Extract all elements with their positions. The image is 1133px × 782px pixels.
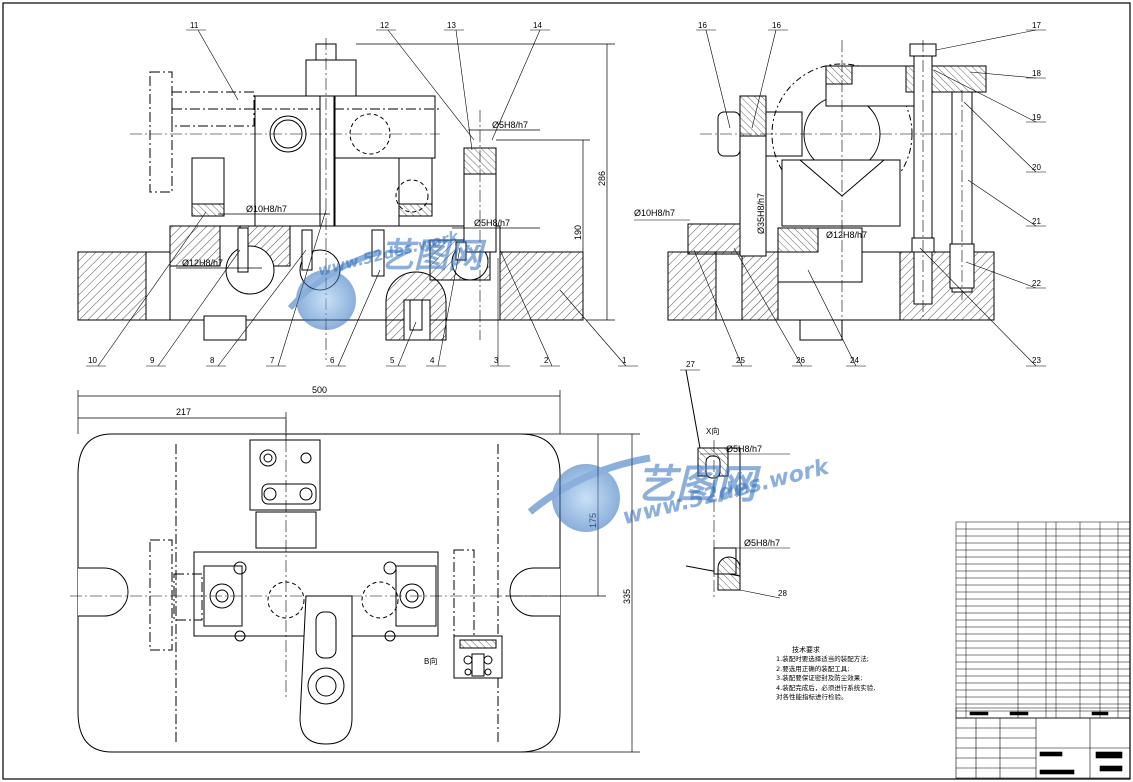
fit-label-10h8-side: Ø10H8/h7 (634, 208, 675, 218)
fit-label-5h8-detail-bottom: Ø5H8/h7 (744, 538, 780, 548)
part-label-25: 25 (736, 356, 745, 365)
part-label-28: 28 (778, 589, 787, 598)
tech-requirement-2: 2.要选用正确的装配工具; (776, 664, 850, 673)
side-view-leaders (634, 29, 1046, 367)
dim-500: 500 (312, 385, 327, 395)
part-label-5: 5 (390, 356, 395, 365)
part-label-18: 18 (1032, 69, 1041, 78)
part-label-1: 1 (622, 356, 627, 365)
front-view-leaders (86, 29, 638, 367)
watermark-globe-top (287, 249, 381, 330)
part-label-3: 3 (494, 356, 499, 365)
part-label-10: 10 (88, 356, 97, 365)
fit-label-5h8-top: Ø5H8/h7 (492, 120, 528, 130)
part-label-20: 20 (1032, 163, 1041, 172)
fit-label-5h8-mid: Ø5H8/h7 (474, 218, 510, 228)
x-view-detail (680, 369, 790, 600)
part-label-12: 12 (380, 21, 389, 30)
title-block (955, 717, 1131, 779)
dim-217: 217 (176, 407, 191, 417)
part-label-21: 21 (1032, 217, 1041, 226)
watermark-logo-mid: 艺图网 (636, 462, 756, 508)
part-label-16a: 16 (698, 21, 707, 30)
view-label-b: B向 (424, 656, 437, 666)
side-view (667, 40, 995, 341)
tech-requirements: 技术要求 1.装配时要选择适当的装配方法; 2.要选用正确的装配工具; 3.装配… (776, 646, 926, 702)
parts-list (955, 521, 1131, 719)
part-label-16b: 16 (772, 21, 781, 30)
fit-label-5h8-detail-top: Ø5H8/h7 (726, 444, 762, 454)
dim-190: 190 (573, 225, 583, 240)
part-label-9: 9 (150, 356, 155, 365)
side-view-part-labels: 16 16 17 18 19 20 21 22 23 24 25 26 (698, 21, 1041, 365)
tech-requirement-3: 3.装配要保证密封及防尘效果; (776, 674, 863, 683)
dim-335: 335 (622, 589, 632, 604)
tech-requirement-4: 4.装配完成后，必须进行系统实验, (776, 683, 876, 692)
part-label-13: 13 (447, 21, 456, 30)
part-label-11: 11 (190, 21, 199, 30)
part-label-4: 4 (430, 356, 435, 365)
top-view-dimensions (77, 390, 640, 753)
front-view-part-labels: 11 12 13 14 10 9 8 7 6 5 4 3 2 1 (88, 21, 627, 365)
view-label-x: X向 (706, 426, 719, 436)
part-label-6: 6 (330, 356, 335, 365)
b-view-detail (453, 635, 503, 679)
fit-label-12h8-left: Ø12H8/h7 (182, 258, 223, 268)
part-label-22: 22 (1032, 279, 1041, 288)
part-label-17: 17 (1032, 21, 1041, 30)
part-label-23: 23 (1032, 356, 1041, 365)
title-block-sub (955, 707, 1131, 719)
part-label-27: 27 (686, 360, 695, 369)
part-label-8: 8 (210, 356, 215, 365)
part-label-14: 14 (533, 21, 542, 30)
fit-label-35h8-side: Ø35H8/h7 (756, 193, 766, 234)
front-view (77, 38, 584, 360)
watermark-globe-mid (527, 454, 651, 532)
tech-requirement-1: 1.装配时要选择适当的装配方法; (776, 655, 869, 664)
top-view (70, 420, 570, 753)
tech-requirement-5: 对各性能指标进行检验。 (776, 693, 848, 702)
part-label-26: 26 (796, 356, 805, 365)
fit-label-10h8-left: Ø10H8/h7 (246, 204, 287, 214)
watermark-logo-top: 艺图网 (380, 236, 482, 276)
part-label-7: 7 (270, 356, 275, 365)
part-label-24: 24 (850, 356, 859, 365)
fit-label-12h8-side: Ø12H8/h7 (826, 230, 867, 240)
part-label-19: 19 (1032, 113, 1041, 122)
tech-requirements-title: 技术要求 (792, 646, 820, 654)
part-label-2: 2 (544, 356, 549, 365)
dim-286: 286 (597, 171, 607, 186)
